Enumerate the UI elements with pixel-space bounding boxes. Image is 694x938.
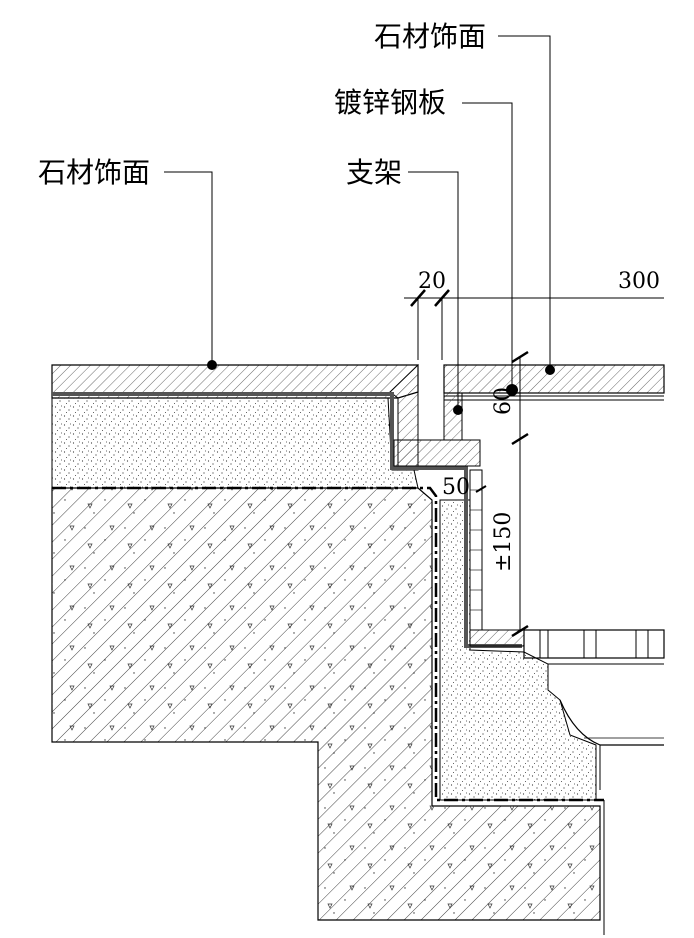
stone-finish-right-slab xyxy=(443,364,665,441)
stone-step-cap xyxy=(393,439,481,467)
label-stone-finish-right: 石材饰面 xyxy=(374,20,486,53)
leader-dots xyxy=(207,360,555,415)
concrete-structure xyxy=(51,487,601,921)
stone-finish-left-dot xyxy=(207,360,217,370)
dimension-lines xyxy=(404,289,664,638)
bracket-dot xyxy=(453,405,463,415)
stone-finish-right-dot xyxy=(545,365,555,375)
tile-lining xyxy=(469,469,525,647)
dimension-step-offset: 50 xyxy=(442,475,470,500)
label-galvanized-steel-plate: 镀锌钢板 xyxy=(334,86,446,119)
mortar-fill-recess xyxy=(439,499,597,801)
mortar-layer-left xyxy=(51,397,419,489)
leader-lines xyxy=(164,35,551,410)
dimension-level: ±150 xyxy=(491,512,516,572)
label-stone-finish-left: 石材饰面 xyxy=(38,156,150,189)
dimension-gap: 20 xyxy=(418,269,446,294)
drain-grating xyxy=(523,629,665,790)
dimension-width: 300 xyxy=(618,269,660,294)
waterproof-membrane-line xyxy=(52,486,604,802)
steel-plate-dot xyxy=(506,384,518,396)
label-bracket: 支架 xyxy=(346,156,402,189)
dimension-plate-height: 60 xyxy=(491,387,516,415)
